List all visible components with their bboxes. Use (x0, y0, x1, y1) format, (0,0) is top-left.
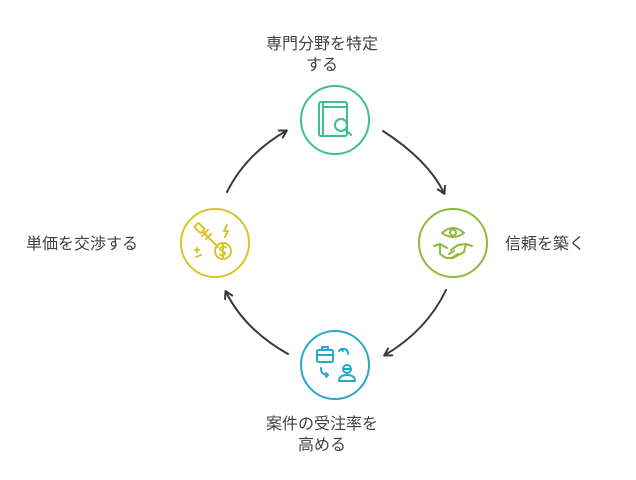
node-right-label: 信頼を築く (505, 233, 585, 254)
arrow-top-to-right (382, 130, 446, 195)
node-bottom (300, 330, 370, 400)
node-bottom-label-line-2: 高める (297, 435, 346, 454)
arrow-right-to-bottom (383, 289, 447, 357)
node-bottom-label: 案件の受注率を 高める (266, 413, 378, 455)
node-top (300, 85, 370, 155)
arrow-bottom-to-left (224, 290, 289, 355)
hammer-coin-icon (193, 222, 232, 260)
node-top-label-line-1: 専門分野を特定 (266, 34, 379, 53)
node-top-label: 専門分野を特定 する (266, 33, 378, 75)
node-bottom-label-line-1: 案件の受注率を (266, 414, 379, 433)
node-left (180, 208, 250, 278)
arrow-left-to-top (226, 129, 288, 193)
handshake-eye-icon (433, 227, 473, 259)
node-left-label: 単価を交渉する (26, 233, 138, 254)
node-top-label-line-2: する (305, 55, 338, 74)
node-left-label-line-1: 単価を交渉する (26, 234, 139, 253)
book-search-icon (318, 101, 352, 137)
node-right (418, 208, 488, 278)
briefcase-person-icon (316, 346, 356, 382)
node-right-label-line-1: 信頼を築く (505, 234, 586, 253)
